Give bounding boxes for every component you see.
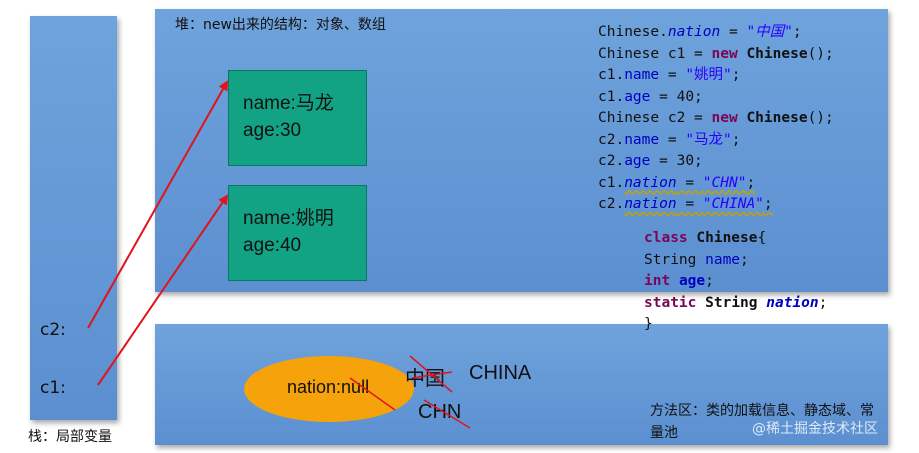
code-line: c2.nation = "CHINA"; [598,196,773,212]
constant-value-zhongguo: 中国 [405,366,445,390]
stack-var-c1: c1: [40,378,66,398]
static-field-nation: nation:null [287,377,370,397]
code-line: Chinese.nation = "中国"; [598,24,802,40]
code-line: static String nation; [644,294,828,311]
code-line: class Chinese{ [644,230,767,246]
stack-area [30,16,117,420]
stack-var-c2: c2: [40,320,66,340]
class-definition: class Chinese{ String name; int age; sta… [644,228,827,336]
object-name-field: name:姚明 [243,208,334,229]
constant-value-chn: CHN [418,401,462,423]
heap-title: 堆：new出来的结构：对象、数组 [175,17,386,33]
code-line: c2.age = 30; [598,153,703,169]
watermark: @稀土掘金技术社区 [752,421,878,437]
constant-value-china: CHINA [469,362,532,384]
heap-object-c2: name:马龙 age:30 [228,70,367,166]
code-line: int age; [644,273,714,289]
method-area-caption: 方法区：类的加载信息、静态域、常量池 [650,403,874,441]
object-age-field: age:40 [243,235,302,256]
code-snippet: Chinese.nation = "中国"; Chinese c1 = new … [598,22,834,216]
code-line: } [644,316,653,332]
code-line: Chinese c2 = new Chinese(); [598,110,834,126]
stack-caption: 栈：局部变量 [28,429,112,445]
code-line: c2.name = "马龙"; [598,131,741,148]
code-line: c1.age = 40; [598,88,703,105]
code-line: String name; [644,251,749,268]
code-line: c1.name = "姚明"; [598,67,741,83]
code-line: Chinese c1 = new Chinese(); [598,45,834,62]
object-name-field: name:马龙 [243,93,334,114]
code-line: c1.nation = "CHN"; [598,174,756,191]
heap-object-c1: name:姚明 age:40 [228,185,367,281]
object-age-field: age:30 [243,120,302,141]
